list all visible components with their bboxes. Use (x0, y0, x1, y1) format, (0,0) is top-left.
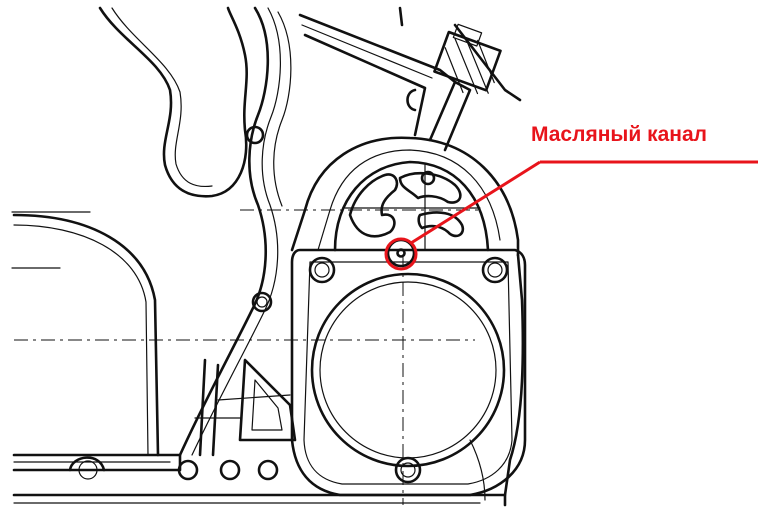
bottom-left-boss (68, 456, 106, 472)
pump-housing-outer (290, 136, 520, 257)
boss-upper-left (245, 125, 265, 145)
bolt-hole-left (308, 256, 336, 284)
callout-circle (384, 237, 418, 271)
upper-right-edge (398, 6, 522, 102)
flange-bore (310, 272, 506, 468)
pump-housing-mid (317, 149, 501, 251)
boss-mid-left (251, 291, 273, 313)
housing-wall-left-inner2 (273, 11, 292, 207)
pump-housing-inner (333, 160, 490, 252)
pump-flange (290, 248, 527, 497)
bolt-hole-right-inner (487, 262, 503, 278)
housing-wall-left (178, 6, 270, 457)
oil-pan-dome (12, 213, 160, 457)
bolt-hole-bottom (394, 456, 422, 484)
boss-bottom-left (78, 460, 98, 480)
line-art (11, 6, 527, 507)
boss-bottom-b (219, 459, 241, 481)
oil-channel-label: Масляный канал (531, 123, 707, 146)
bolt-hole-bottom-inner (400, 462, 416, 478)
boss-bottom-a (177, 459, 199, 481)
housing-wall-left-inner (191, 7, 281, 456)
oil-tube-drop (443, 80, 472, 152)
oil-tube-inner (303, 33, 427, 137)
rib-diagonal (194, 394, 291, 419)
oil-pan-dome-inner (13, 224, 149, 456)
oil-fitting (433, 23, 502, 95)
oil-channel-callout (384, 160, 758, 271)
right-outline (503, 253, 525, 497)
rib-tall (198, 358, 220, 457)
tube-loop (406, 88, 417, 112)
upper-cavity-inner (111, 7, 213, 188)
rib-web-inner (251, 379, 283, 431)
upper-cavity-outline (98, 6, 248, 198)
boss-mid-left-inner (256, 296, 268, 308)
oil-tube-centre (301, 24, 433, 79)
right-outline-inner (469, 439, 486, 501)
callout-leader (410, 160, 541, 245)
pump-flange-inner (303, 261, 513, 485)
boss-bottom-c (257, 459, 279, 481)
flange-bore-inner (319, 281, 497, 459)
bolt-hole-left-inner (314, 262, 330, 278)
oil-channel-hole (396, 248, 406, 258)
rib-web (238, 358, 297, 442)
bolt-hole-right (481, 256, 509, 284)
